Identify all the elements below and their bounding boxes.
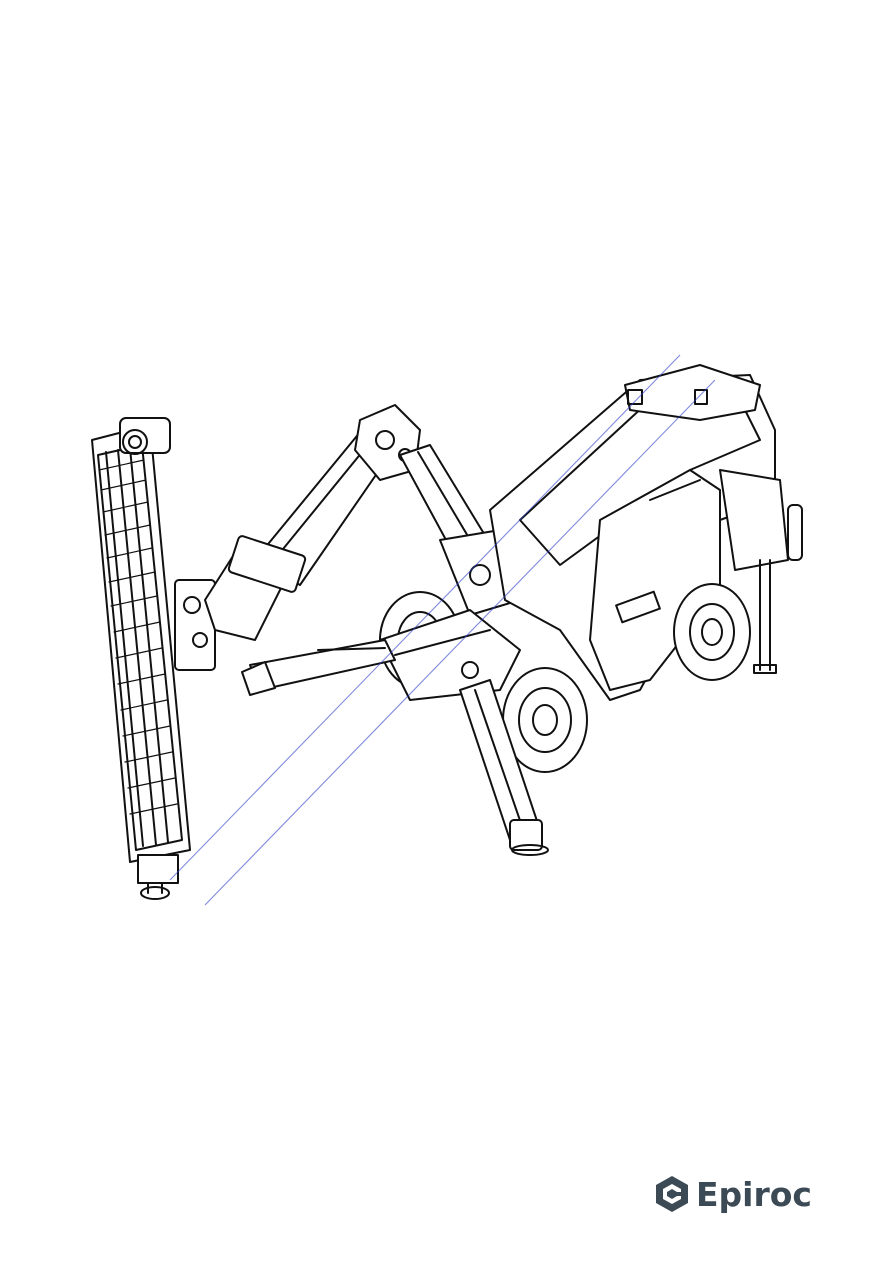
left-stabilizer [242,640,395,695]
brand-name: Epiroc [696,1175,812,1214]
upper-boom [205,405,420,640]
carrier-body [490,365,802,700]
epiroc-logo: Epiroc [654,1172,812,1216]
epiroc-hexagon-icon [654,1174,690,1214]
